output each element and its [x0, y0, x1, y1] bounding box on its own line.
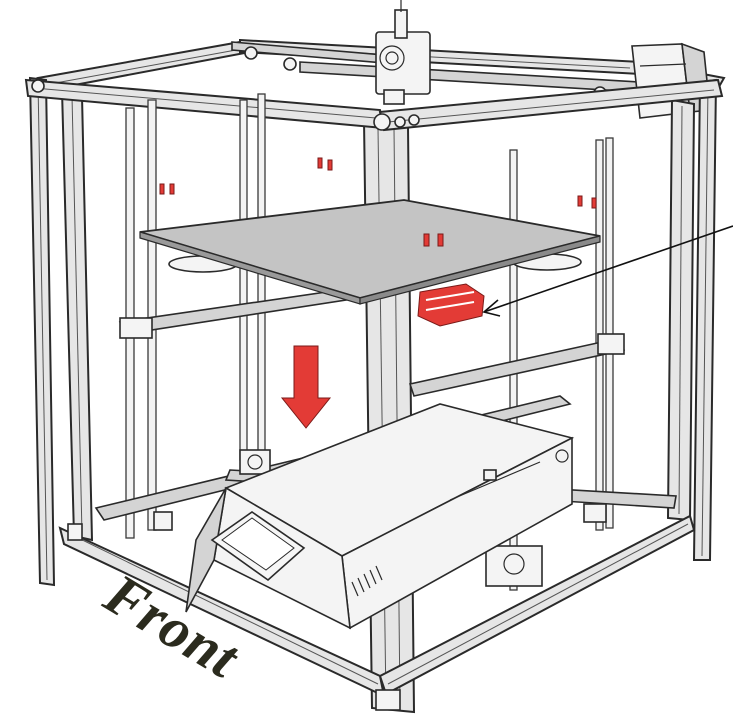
highlighted-screws — [159, 157, 597, 247]
bed-bracket-highlighted — [417, 283, 485, 327]
bed-support — [118, 253, 626, 397]
callout-arrow — [482, 225, 733, 317]
down-arrow — [280, 345, 332, 429]
screw-pair-mid — [317, 157, 333, 171]
z-motor-mounts — [153, 449, 607, 587]
screw-pair-right — [577, 195, 597, 209]
print-bed — [139, 199, 601, 305]
screw-pair-bed — [423, 233, 444, 247]
print-head-carriage — [375, 0, 431, 105]
touch-screen — [210, 511, 306, 582]
screw-pair-left — [159, 183, 175, 195]
control-box-vents — [351, 565, 383, 597]
